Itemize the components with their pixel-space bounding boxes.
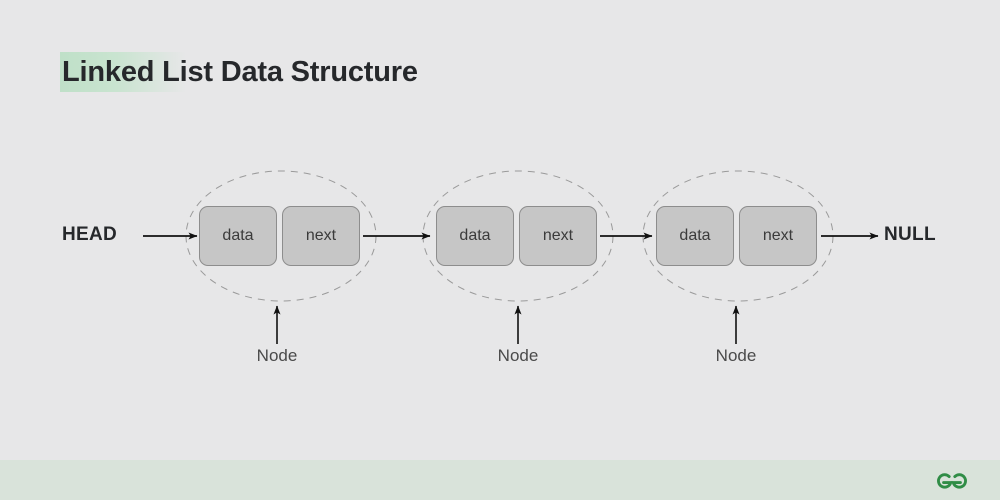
node-2-caption: Node (497, 346, 539, 365)
node-1-caption: Node (256, 346, 298, 365)
head-label: HEAD (62, 224, 118, 245)
page-title-container: Linked List Data Structure (60, 50, 418, 94)
node-2-next-cell: next (519, 206, 597, 266)
page-title: Linked List Data Structure (62, 56, 418, 88)
geeksforgeeks-logo (937, 473, 967, 489)
title-highlight (60, 52, 186, 92)
node-2-data-cell: data (436, 206, 514, 266)
node-3-next-cell: next (739, 206, 817, 266)
null-label: NULL (884, 224, 936, 245)
node-1-data-cell: data (199, 206, 277, 266)
node-3-data-cell: data (656, 206, 734, 266)
node-1-next-cell: next (282, 206, 360, 266)
footer-band (0, 460, 1000, 500)
node-3-caption: Node (715, 346, 757, 365)
